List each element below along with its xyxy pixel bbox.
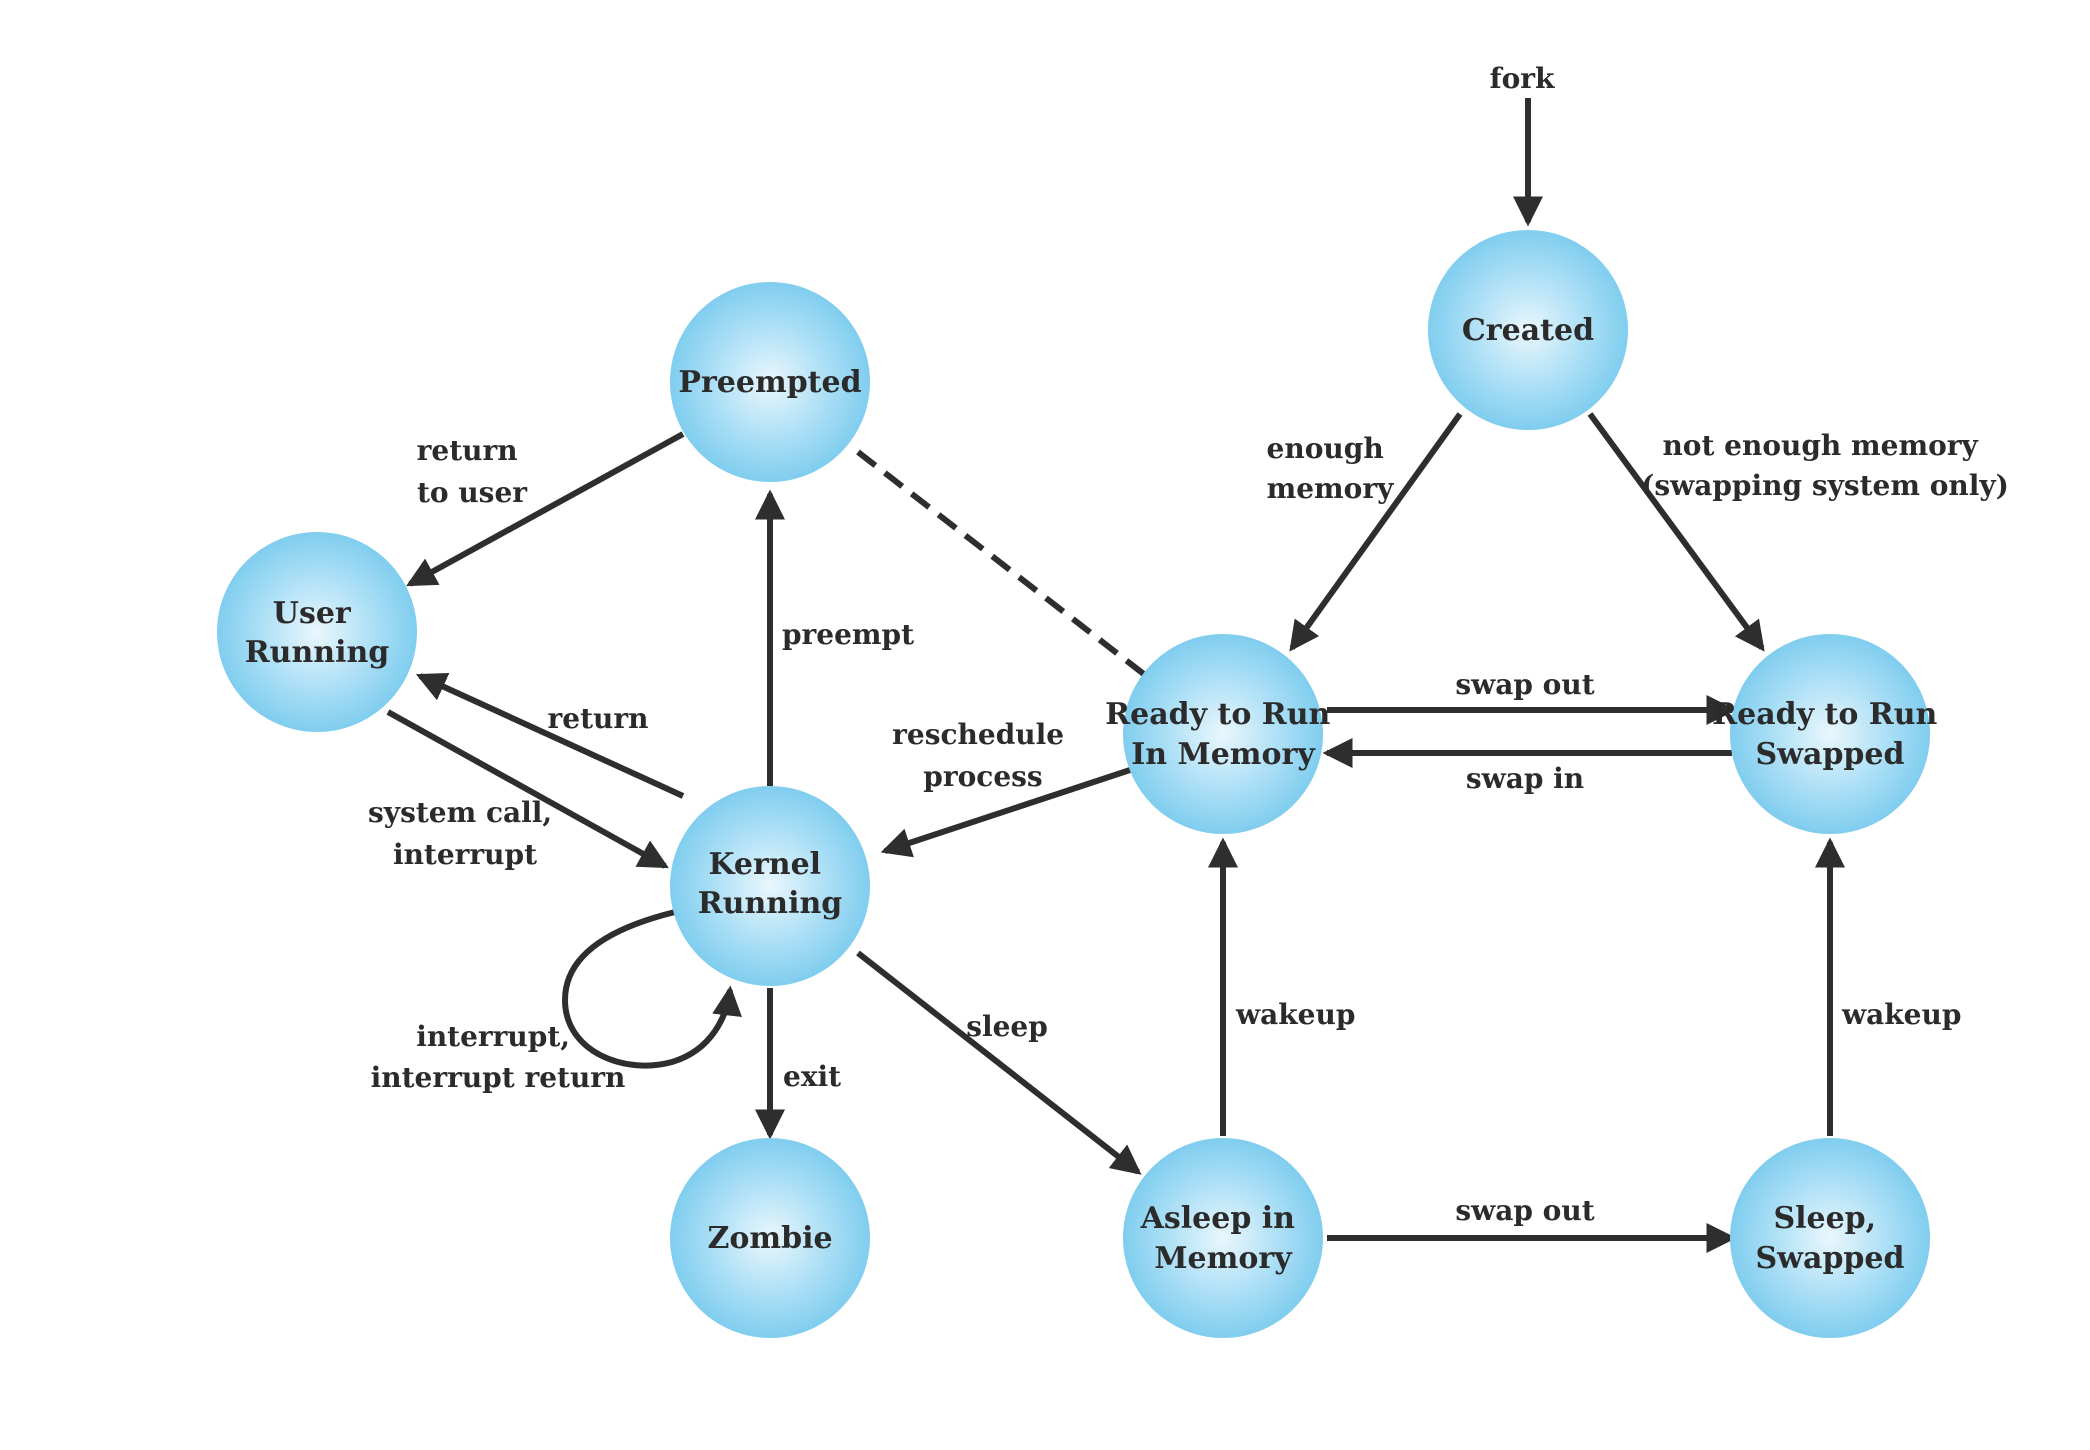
svg-text:system call, interrupt: system call, interrupt (368, 796, 562, 871)
node-sleep-swapped: Sleep, Swapped (1730, 1138, 1930, 1338)
svg-text:Kernel Running: Kernel Running (698, 847, 843, 921)
label-syscall-2: interrupt (393, 838, 537, 871)
label-swap-in: swap in (1466, 762, 1584, 795)
svg-text:Created: Created (1462, 313, 1594, 348)
svg-text:User Running: User Running (245, 596, 390, 670)
svg-text:sleep: sleep (966, 1010, 1048, 1043)
node-preempted-circle (670, 282, 870, 482)
label-reschedule-2: process (923, 760, 1042, 793)
label-not-enough-memory-2: (swapping system only) (1641, 469, 2009, 502)
node-sleep-swapped-circle (1730, 1138, 1930, 1338)
label-enough-memory-2: memory (1267, 472, 1394, 505)
edge-self-loop-arrow (561, 909, 742, 1069)
node-kernel-running-circle (670, 786, 870, 986)
node-ready-swapped-circle (1730, 634, 1930, 834)
node-ready-swapped-label-1: Ready to Run (1712, 697, 1937, 732)
edge-labels: fork return to user return system call, … (368, 62, 2009, 1227)
node-zombie: Zombie (670, 1138, 870, 1338)
node-asleep-in-memory: Asleep in Memory (1123, 1138, 1323, 1338)
svg-text:swap out: swap out (1455, 668, 1594, 701)
edge-created-to-swapped-arrow (1587, 412, 1765, 652)
node-ready-swapped-label-2: Swapped (1756, 737, 1905, 772)
edges (386, 98, 1845, 1253)
label-return-to-user-1: return (417, 434, 518, 467)
svg-text:return: return (548, 702, 649, 735)
edge-ready-to-kernel-arrow (880, 767, 1131, 858)
edge-preempted-to-user-arrow (406, 431, 685, 587)
node-kernel-running-label-1: Kernel (708, 847, 821, 882)
svg-text:wakeup: wakeup (1235, 998, 1355, 1031)
node-ready-to-run-in-memory: Ready to Run In Memory (1105, 634, 1341, 834)
node-zombie-label: Zombie (707, 1221, 832, 1256)
node-preempted: Preempted (670, 282, 870, 482)
node-user-running-label-1: User (273, 596, 352, 631)
label-preempt: preempt (782, 618, 914, 651)
node-user-running: User Running (217, 532, 417, 732)
svg-text:exit: exit (783, 1060, 841, 1093)
svg-text:reschedule process: reschedule process (892, 718, 1074, 793)
label-swap-out-sleep: swap out (1455, 1194, 1594, 1227)
label-enough-memory-1: enough (1267, 432, 1384, 465)
node-user-running-circle (217, 532, 417, 732)
node-zombie-circle (670, 1138, 870, 1338)
node-ready-to-run-swapped: Ready to Run Swapped (1712, 634, 1948, 834)
svg-text:return to user: return to user (417, 434, 529, 509)
label-swap-out-ready: swap out (1455, 668, 1594, 701)
edge-preempted-ready-dashed (856, 449, 1147, 678)
edge-user-to-kernel-arrow (386, 709, 669, 869)
svg-text:Preempted: Preempted (678, 365, 861, 400)
node-ready-mem-label-2: In Memory (1131, 737, 1316, 772)
label-self-loop-1: interrupt, (416, 1020, 570, 1053)
svg-text:swap out: swap out (1455, 1194, 1594, 1227)
label-sleep: sleep (966, 1010, 1048, 1043)
node-kernel-running: Kernel Running (670, 786, 870, 986)
svg-text:interrupt, interrupt ret: interrupt, interrupt return (371, 1020, 626, 1094)
label-fork: fork (1490, 62, 1555, 95)
node-created-label: Created (1462, 313, 1594, 348)
svg-text:wakeup: wakeup (1841, 998, 1961, 1031)
svg-text:fork: fork (1490, 62, 1555, 95)
node-asleep-mem-label-1: Asleep in (1140, 1201, 1296, 1236)
label-syscall-1: system call, (368, 796, 552, 829)
svg-text:preempt: preempt (782, 618, 914, 651)
label-wakeup-swapped: wakeup (1841, 998, 1961, 1031)
node-ready-mem-label-1: Ready to Run (1105, 697, 1330, 732)
node-preempted-label: Preempted (678, 365, 861, 400)
label-reschedule-1: reschedule (892, 718, 1064, 751)
svg-text:Zombie: Zombie (707, 1221, 832, 1256)
label-self-loop-2: interrupt return (371, 1061, 626, 1094)
node-kernel-running-label-2: Running (698, 886, 843, 921)
edge-created-to-ready-arrow (1289, 412, 1463, 652)
node-user-running-label-2: Running (245, 635, 390, 670)
svg-text:Ready to Run In Memory: Ready to Run In Memory (1105, 697, 1341, 772)
svg-text:not enough memory (swapp: not enough memory (swapping system only) (1641, 429, 2009, 502)
node-ready-mem-circle (1123, 634, 1323, 834)
svg-text:Asleep in Memory: Asleep in Memory (1140, 1201, 1306, 1276)
node-created-circle (1428, 230, 1628, 430)
svg-text:swap in: swap in (1466, 762, 1584, 795)
node-sleep-swapped-label-2: Swapped (1756, 1241, 1905, 1276)
edge-kernel-to-asleep-arrow (856, 950, 1142, 1175)
node-sleep-swapped-label-1: Sleep, (1773, 1201, 1876, 1236)
label-exit: exit (783, 1060, 841, 1093)
nodes: Preempted User Running Kernel Running Zo… (217, 230, 1948, 1338)
svg-text:Ready to Run Swapped: Ready to Run Swapped (1712, 697, 1948, 772)
edge-kernel-to-user-arrow (415, 672, 685, 799)
label-wakeup-mem: wakeup (1235, 998, 1355, 1031)
svg-text:enough memory: enough memory (1267, 432, 1395, 505)
node-asleep-mem-label-2: Memory (1154, 1241, 1293, 1276)
node-created: Created (1428, 230, 1628, 430)
label-not-enough-memory-1: not enough memory (1662, 429, 1978, 462)
svg-text:Sleep, Swapped: Sleep, Swapped (1756, 1201, 1905, 1276)
label-return: return (548, 702, 649, 735)
node-asleep-mem-circle (1123, 1138, 1323, 1338)
label-return-to-user-2: to user (417, 476, 528, 509)
